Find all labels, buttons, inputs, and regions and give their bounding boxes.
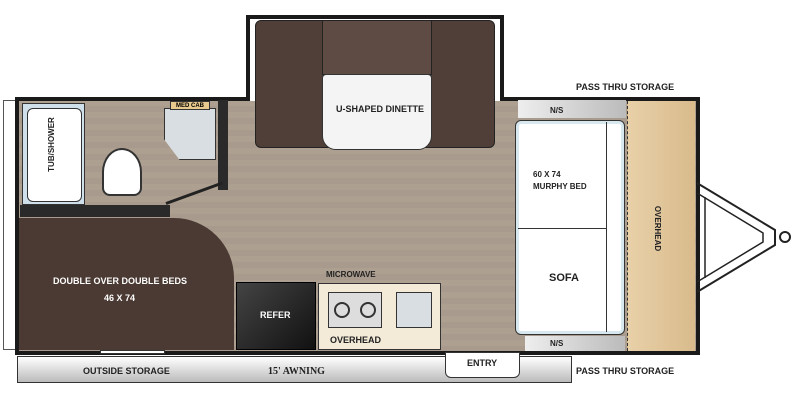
bath-wall — [20, 205, 170, 217]
bunk-beds — [19, 218, 234, 350]
toilet-icon — [102, 148, 142, 196]
murphy-label: MURPHY BED — [533, 182, 587, 191]
outside-storage-label: OUTSIDE STORAGE — [83, 366, 170, 376]
kitchen-overhead-label: OVERHEAD — [330, 335, 382, 345]
beds-label: DOUBLE OVER DOUBLE BEDS — [53, 276, 188, 286]
awning-label: 15' AWNING — [268, 366, 325, 377]
sofa-label: SOFA — [549, 272, 579, 284]
refrigerator — [236, 282, 316, 350]
tub-shower-label: TUB/SHOWER — [46, 117, 56, 172]
front-overhead — [627, 101, 695, 351]
sofa-arm — [606, 122, 607, 332]
ns-bottom-label: N/S — [550, 339, 564, 348]
bath-wall-right — [218, 100, 228, 190]
burner — [360, 302, 376, 318]
pass-thru-bottom: PASS THRU STORAGE — [576, 366, 675, 376]
ns-top-label: N/S — [550, 106, 564, 115]
hitch-icon — [696, 182, 791, 293]
tub-shower — [22, 103, 85, 205]
entry-label: ENTRY — [467, 358, 498, 368]
med-cab: MED CAB — [170, 101, 210, 110]
entry-door[interactable] — [445, 352, 520, 378]
burner — [334, 302, 350, 318]
pass-thru-top: PASS THRU STORAGE — [576, 82, 675, 92]
outside-storage-door — [100, 350, 165, 354]
dinette-label: U-SHAPED DINETTE — [336, 104, 425, 114]
dinette-table — [322, 74, 432, 150]
refer-label: REFER — [260, 310, 291, 320]
microwave-label: MICROWAVE — [326, 270, 376, 279]
ns-top — [518, 100, 626, 118]
murphy-size: 60 X 74 — [533, 170, 561, 179]
kitchen-sink — [396, 292, 432, 328]
sofa-cushion-divider — [518, 228, 606, 229]
dinette-back — [322, 20, 432, 75]
front-overhead-label: OVERHEAD — [653, 205, 663, 252]
beds-size: 46 X 74 — [104, 293, 136, 303]
left-bumper — [3, 100, 15, 350]
ns-bottom — [525, 336, 625, 351]
